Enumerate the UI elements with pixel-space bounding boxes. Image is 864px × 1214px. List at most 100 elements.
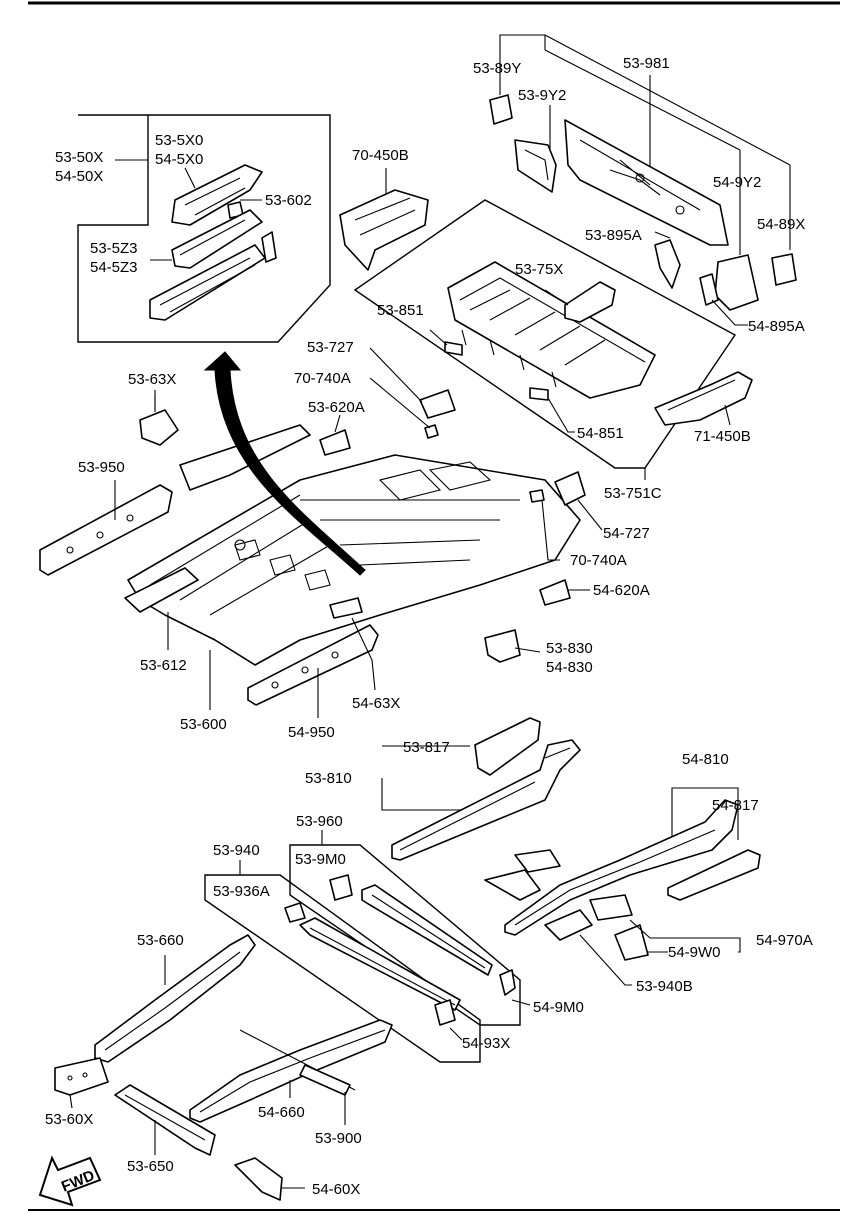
label-53-936A: 53-936A bbox=[213, 883, 270, 900]
part-53-612 bbox=[124, 567, 199, 613]
label-53-63X: 53-63X bbox=[128, 371, 176, 388]
part-71-450B bbox=[654, 371, 753, 426]
frame-54-810-group bbox=[484, 787, 761, 986]
part-54-9Y2 bbox=[714, 254, 759, 311]
label-54-830: 54-830 bbox=[546, 659, 593, 676]
label-53-981: 53-981 bbox=[623, 55, 670, 72]
label-53-810: 53-810 bbox=[305, 770, 352, 787]
label-54-810: 54-810 bbox=[682, 751, 729, 768]
part-53-940B bbox=[544, 909, 593, 941]
part-70-740A-lower bbox=[529, 489, 545, 503]
part-53-620A bbox=[319, 429, 351, 456]
label-53-960: 53-960 bbox=[296, 813, 343, 830]
part-53-9Y2 bbox=[514, 139, 557, 193]
label-54-9M0: 54-9M0 bbox=[533, 999, 584, 1016]
forward-arrow: FWD bbox=[38, 1155, 102, 1207]
label-54-9Y2: 54-9Y2 bbox=[713, 174, 761, 191]
label-53-650: 53-650 bbox=[127, 1158, 174, 1175]
label-54-63X: 54-63X bbox=[352, 695, 400, 712]
label-54-89X: 54-89X bbox=[757, 216, 805, 233]
part-54-727 bbox=[554, 471, 586, 506]
part-71-450B-group bbox=[654, 371, 753, 426]
part-54-851 bbox=[529, 387, 549, 401]
part-54-810 bbox=[504, 799, 739, 936]
label-54-660: 54-660 bbox=[258, 1104, 305, 1121]
part-53-830 bbox=[484, 629, 521, 663]
label-53-5X0: 53-5X0 bbox=[155, 132, 203, 149]
label-53-5Z3: 53-5Z3 bbox=[90, 240, 138, 257]
label-53-900: 53-900 bbox=[315, 1130, 362, 1147]
label-53-50X: 53-50X bbox=[55, 149, 103, 166]
part-53-5Z3 bbox=[171, 209, 263, 269]
label-54-851: 54-851 bbox=[577, 425, 624, 442]
label-53-660: 53-660 bbox=[137, 932, 184, 949]
label-54-5Z3: 54-5Z3 bbox=[90, 259, 138, 276]
rear-floor-box-group bbox=[353, 199, 737, 480]
center-floor-group bbox=[39, 347, 603, 718]
inset-box-group bbox=[77, 114, 331, 343]
part-53-89Y bbox=[489, 94, 513, 125]
box-53-940-group bbox=[204, 860, 481, 1063]
part-53-895A bbox=[654, 239, 681, 289]
label-53-9Y2: 53-9Y2 bbox=[518, 87, 566, 104]
part-54-9M0 bbox=[499, 969, 516, 996]
part-53-851 bbox=[444, 341, 463, 356]
label-54-50X: 54-50X bbox=[55, 168, 103, 185]
label-53-602: 53-602 bbox=[265, 192, 312, 209]
label-53-950: 53-950 bbox=[78, 459, 125, 476]
label-53-830: 53-830 bbox=[546, 640, 593, 657]
label-53-817: 53-817 bbox=[403, 739, 450, 756]
part-54-895A bbox=[699, 273, 719, 306]
part-70-450B-group bbox=[339, 168, 429, 271]
frame-53-810-group bbox=[381, 717, 581, 861]
part-54-620A bbox=[539, 579, 571, 606]
label-53-612: 53-612 bbox=[140, 657, 187, 674]
part-53-727 bbox=[419, 389, 456, 419]
part-70-740A bbox=[424, 424, 439, 439]
part-54-60X bbox=[234, 1157, 283, 1201]
part-54-950 bbox=[247, 624, 379, 706]
label-54-970A: 54-970A bbox=[756, 932, 813, 949]
part-54-970A bbox=[589, 894, 633, 921]
label-70-740A-top: 70-740A bbox=[294, 370, 351, 387]
part-54-93X bbox=[434, 999, 456, 1026]
label-53-75X: 53-75X bbox=[515, 261, 563, 278]
label-53-851: 53-851 bbox=[377, 302, 424, 319]
label-53-600: 53-600 bbox=[180, 716, 227, 733]
label-54-727: 54-727 bbox=[603, 525, 650, 542]
box-53-960-group bbox=[289, 830, 531, 1026]
label-54-5X0: 54-5X0 bbox=[155, 151, 203, 168]
label-53-9M0: 53-9M0 bbox=[295, 851, 346, 868]
part-54-5Z3 bbox=[149, 244, 266, 321]
label-54-950: 54-950 bbox=[288, 724, 335, 741]
lower-frames-group bbox=[54, 934, 393, 1201]
part-54-660 bbox=[189, 1019, 393, 1123]
label-53-60X: 53-60X bbox=[45, 1111, 93, 1128]
label-70-450B: 70-450B bbox=[352, 147, 409, 164]
label-54-93X: 54-93X bbox=[462, 1035, 510, 1052]
part-53-751C bbox=[447, 261, 656, 399]
rear-panel-group bbox=[489, 34, 797, 326]
label-70-740A-bottom: 70-740A bbox=[570, 552, 627, 569]
label-54-817: 54-817 bbox=[712, 797, 759, 814]
label-54-620A: 54-620A bbox=[593, 582, 650, 599]
part-54-63X bbox=[329, 597, 363, 619]
part-53-950 bbox=[39, 484, 173, 576]
part-53-75X bbox=[564, 281, 616, 323]
label-54-895A: 54-895A bbox=[748, 318, 805, 335]
part-53-9M0 bbox=[329, 874, 353, 901]
part-53-650 bbox=[114, 1084, 216, 1156]
label-53-89Y: 53-89Y bbox=[473, 60, 521, 77]
part-54-817 bbox=[667, 849, 761, 901]
inset-arrow bbox=[203, 351, 366, 576]
label-53-940B: 53-940B bbox=[636, 978, 693, 995]
part-70-450B bbox=[339, 189, 429, 271]
part-53-936A bbox=[284, 902, 306, 923]
part-53-817 bbox=[474, 717, 541, 776]
part-53-60X bbox=[54, 1057, 109, 1096]
part-labels: 53-89Y 53-9Y2 53-981 54-9Y2 54-89X 53-89… bbox=[45, 55, 813, 1198]
label-53-895A: 53-895A bbox=[585, 227, 642, 244]
label-53-940: 53-940 bbox=[213, 842, 260, 859]
part-53-63X bbox=[139, 409, 179, 446]
